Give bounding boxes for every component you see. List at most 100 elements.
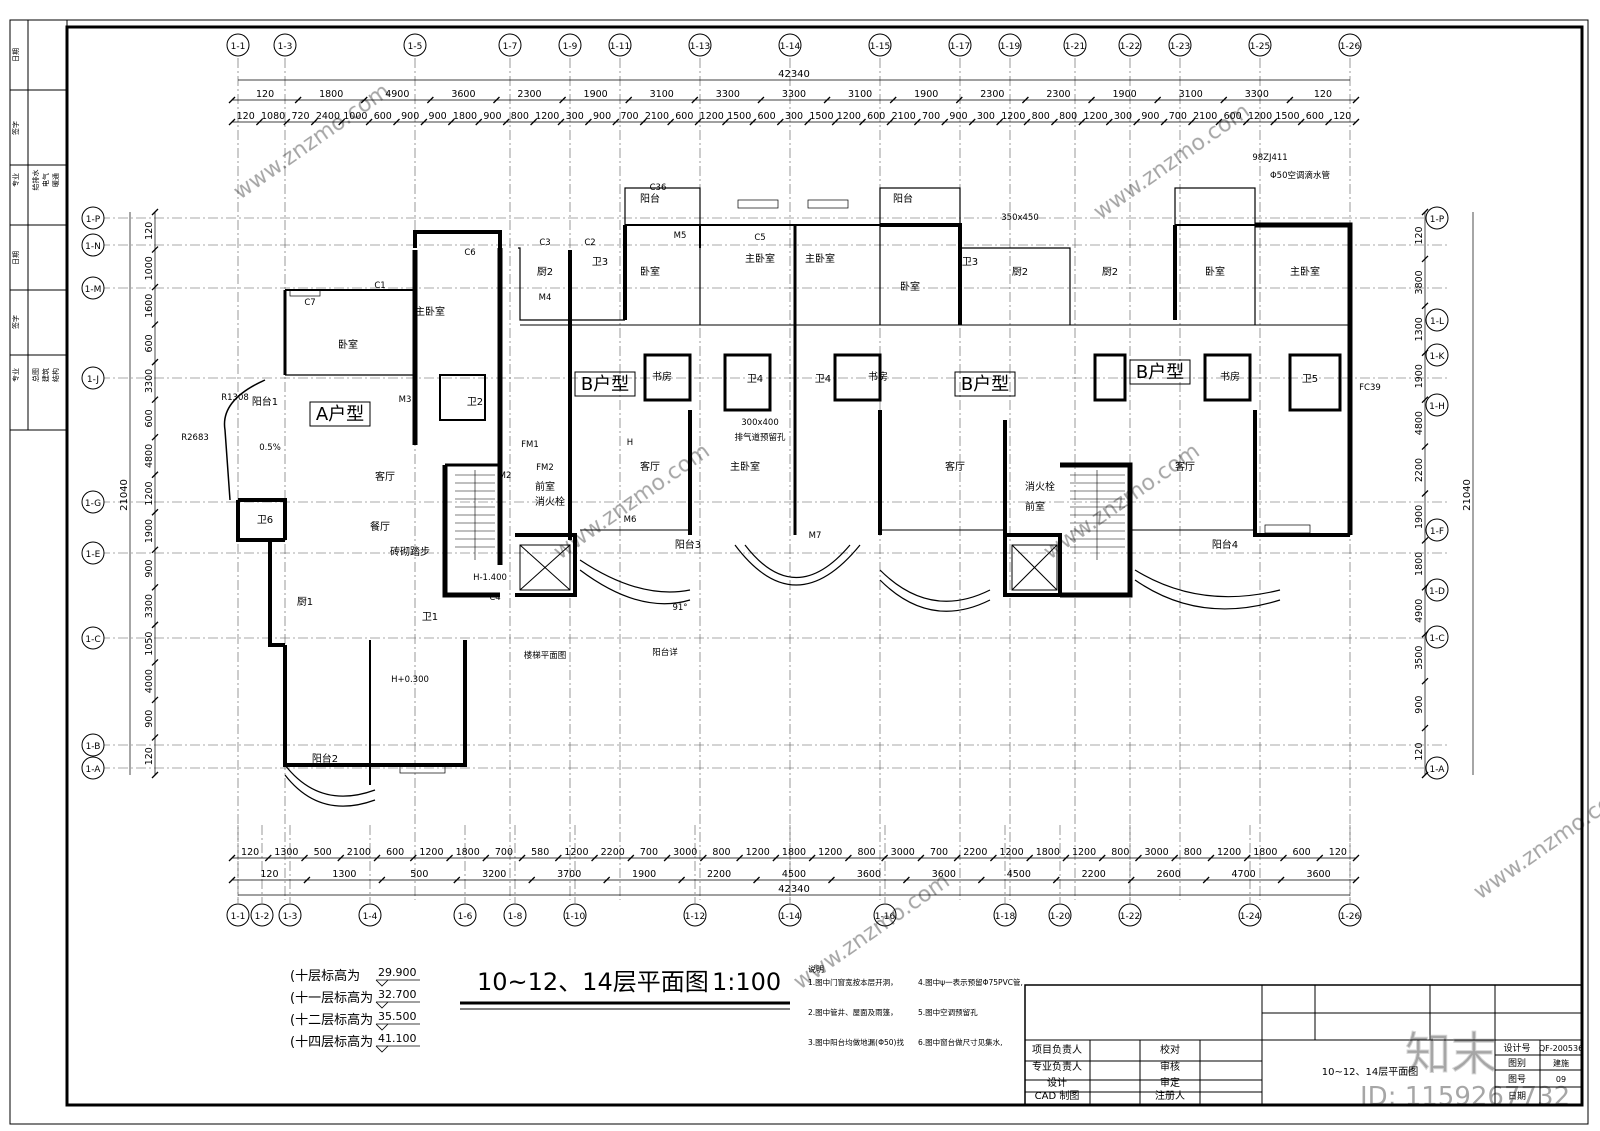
axis-top-1-11: 1-11 <box>610 42 630 52</box>
dim-left-11: 1050 <box>144 632 155 656</box>
dim-top-2-38: 1500 <box>1275 111 1299 122</box>
plan-label-5: C6 <box>464 248 475 258</box>
room-label-8: 卫1 <box>422 612 438 623</box>
tb-field-2: 图号 <box>1508 1074 1526 1085</box>
room-label-29: 前室 <box>535 480 555 493</box>
dim-right-10: 900 <box>1414 696 1425 714</box>
dim-top-2-28: 1200 <box>1001 111 1025 122</box>
axis-left-1-P: 1-P <box>86 215 101 225</box>
note-line-2: 3.图中阳台均做地漏(Φ50)找 <box>808 1037 904 1047</box>
note-line-5: 6.图中窗台做尺寸见集水, <box>918 1037 1003 1047</box>
room-label-4: 厨1 <box>297 596 313 608</box>
dim-top-2-5: 600 <box>374 111 392 122</box>
tb-value-0: QF-200536 <box>1539 1044 1583 1053</box>
note-line-4: 5.图中空调预留孔 <box>918 1007 978 1017</box>
room-label-34: 阳台2 <box>312 752 338 765</box>
dim-top-2-0: 120 <box>237 111 255 122</box>
dim-bot-1-12: 3000 <box>673 847 697 858</box>
dim-left-14: 120 <box>144 747 155 765</box>
room-label-32: 阳台 <box>893 192 913 205</box>
side-strip-4: 电气 <box>41 173 50 187</box>
axis-top-1-17: 1-17 <box>950 42 970 52</box>
tb-drawing-name: 10~12、14层平面图 <box>1322 1066 1419 1078</box>
dim-bot-1-14: 1200 <box>746 847 770 858</box>
dim-top-2-1: 1080 <box>261 111 285 122</box>
plan-label-21: R2683 <box>181 433 209 443</box>
note-line-0: 1.图中门窗宽按本层开洞， <box>808 977 898 987</box>
dim-bot-1-23: 1200 <box>1072 847 1096 858</box>
axis-top-1-15: 1-15 <box>870 42 890 52</box>
unit-type-label-0: A户型 <box>316 404 364 425</box>
dim-top-2-39: 600 <box>1306 111 1324 122</box>
axis-top-1-21: 1-21 <box>1065 42 1085 52</box>
room-label-3: 餐厅 <box>370 520 390 533</box>
title-block <box>1024 984 1583 1106</box>
watermark-site-5: www.znzmo.com <box>1469 779 1600 905</box>
axis-right-1-L: 1-L <box>1430 317 1444 327</box>
dim-left-4: 3300 <box>144 369 155 393</box>
side-strip-3: 给排水 <box>31 170 40 191</box>
dim-bot-2-14: 3600 <box>1306 869 1330 880</box>
room-label-28: 客厅 <box>1175 460 1195 473</box>
side-strip-10: 建筑 <box>41 368 50 382</box>
axis-left-1-A: 1-A <box>86 765 102 775</box>
room-label-18: 书房 <box>1220 370 1240 383</box>
dim-bot-1-16: 1200 <box>818 847 842 858</box>
unit-type-label-3: B户型 <box>1136 362 1184 383</box>
dim-right-1: 3800 <box>1414 270 1425 294</box>
dim-bot-1-10: 2200 <box>601 847 625 858</box>
dim-top-2-20: 300 <box>785 111 803 122</box>
dim-top-2-40: 120 <box>1333 111 1351 122</box>
dim-top-2-6: 900 <box>401 111 419 122</box>
dim-bot-1-11: 700 <box>640 847 658 858</box>
dim-top-2-23: 600 <box>867 111 885 122</box>
dim-bot-1-18: 3000 <box>891 847 915 858</box>
left-axis-markers: 1-P1-N1-M1-J1-G1-E1-C1-B1-A <box>81 206 105 780</box>
dim-bot-1-30: 120 <box>1329 847 1347 858</box>
axis-bottom-1-18: 1-18 <box>995 912 1016 922</box>
axis-top-1-13: 1-13 <box>690 42 710 52</box>
plan-label-12: M6 <box>624 515 637 525</box>
dim-top-2-24: 2100 <box>892 111 916 122</box>
plan-label-25: 350x450 <box>1001 213 1038 223</box>
dim-top-2-16: 600 <box>675 111 693 122</box>
note-line-1: 2.图中管井、屋面及雨篷， <box>808 1007 898 1017</box>
tb-field-3: 日期 <box>1508 1091 1526 1102</box>
tb-value-1: 建施 <box>1553 1058 1569 1068</box>
axis-bottom-1-4: 1-4 <box>363 912 378 922</box>
dim-bot-1-6: 1800 <box>456 847 480 858</box>
floor-level-label-0: (十层标高为 <box>290 968 360 984</box>
dim-top-2-21: 1500 <box>809 111 833 122</box>
watermark-brand: 知末 <box>1405 1027 1497 1081</box>
dim-top-1-7: 3300 <box>716 89 740 100</box>
plan-label-29: 排气道预留孔 <box>734 432 786 443</box>
room-label-12: 卫4 <box>747 374 763 385</box>
dim-bot-1-13: 800 <box>712 847 730 858</box>
tb-field-1: 图别 <box>1508 1058 1526 1069</box>
room-label-36: 阳台4 <box>1212 538 1238 551</box>
tb-check-0: 校对 <box>1160 1043 1180 1056</box>
dim-bot-2-4: 3700 <box>557 869 581 880</box>
dim-top-2-26: 900 <box>949 111 967 122</box>
dim-top-2-33: 900 <box>1141 111 1159 122</box>
dim-top-2-27: 300 <box>977 111 995 122</box>
axis-bottom-1-6: 1-6 <box>458 912 473 922</box>
dim-bot-1-29: 600 <box>1293 847 1311 858</box>
floor-level-value-3: 41.100 <box>378 1032 417 1045</box>
plan-label-3: C4 <box>489 593 500 603</box>
dim-left-9: 900 <box>144 559 155 577</box>
dim-bot-2-1: 1300 <box>332 869 356 880</box>
axis-top-1-19: 1-19 <box>1000 42 1021 52</box>
drawing-scale: 1:100 <box>712 968 781 996</box>
dim-bot-2-3: 3200 <box>482 869 506 880</box>
axis-left-1-E: 1-E <box>86 550 101 560</box>
axis-top-1-14: 1-14 <box>780 42 801 52</box>
room-label-6: 厨2 <box>1012 266 1028 278</box>
dim-right-4: 4800 <box>1414 411 1425 435</box>
dim-top-2-18: 1500 <box>727 111 751 122</box>
dim-top-2-14: 700 <box>620 111 638 122</box>
dim-top-2-17: 1200 <box>700 111 724 122</box>
dim-top-2-36: 600 <box>1224 111 1242 122</box>
dim-bot-2-7: 4500 <box>782 869 806 880</box>
